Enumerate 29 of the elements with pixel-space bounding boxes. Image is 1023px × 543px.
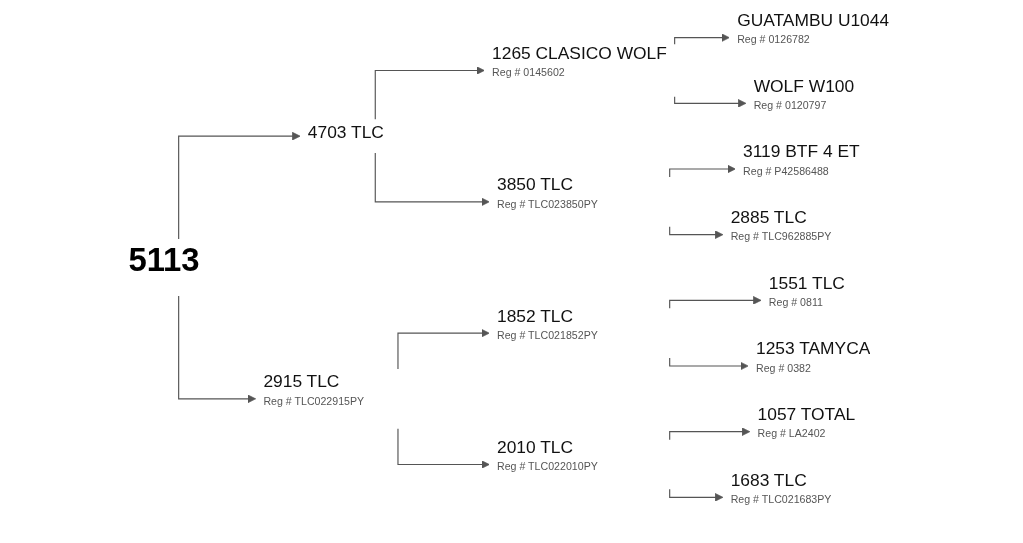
node-text: 5113 <box>127 241 200 278</box>
arrow <box>668 488 723 502</box>
node-text: 1852 TLC Reg # TLC021852PY <box>496 306 598 341</box>
arrow <box>668 226 723 239</box>
arrow <box>673 96 746 108</box>
node-text: WOLF W100 Reg # 0120797 <box>753 76 854 112</box>
arrow <box>396 428 490 469</box>
arrow <box>177 131 300 240</box>
node-text: 2885 TLC Reg # TLC962885PY <box>730 207 831 243</box>
node-text: 2915 TLC Reg # TLC022915PY <box>262 371 364 407</box>
arrow <box>668 427 750 441</box>
node-text: 1683 TLC Reg # TLC021683PY <box>730 470 831 506</box>
arrow <box>177 295 256 404</box>
arrow <box>668 296 761 309</box>
node-text: 1265 CLASICO WOLF Reg # 0145602 <box>491 43 667 79</box>
node-text: 1551 TLC Reg # 0811 <box>768 273 845 309</box>
arrow <box>374 152 490 207</box>
arrow <box>374 66 485 120</box>
arrow <box>396 328 490 370</box>
arrow <box>668 357 749 371</box>
node-text: 1253 TAMYCA Reg # 0382 <box>755 338 870 374</box>
arrow <box>668 164 736 178</box>
node-text: 4703 TLC <box>307 122 384 142</box>
node-text: 3850 TLC Reg # TLC023850PY <box>496 174 598 210</box>
node-text: 1057 TOTAL Reg # LA2402 <box>757 404 855 440</box>
node-text: 2010 TLC Reg # TLC022010PY <box>496 437 598 473</box>
arrow <box>673 33 730 45</box>
node-text: 3119 BTF 4 ET Reg # P42586488 <box>742 141 860 177</box>
node-text: GUATAMBU U1044 Reg # 0126782 <box>736 10 889 46</box>
